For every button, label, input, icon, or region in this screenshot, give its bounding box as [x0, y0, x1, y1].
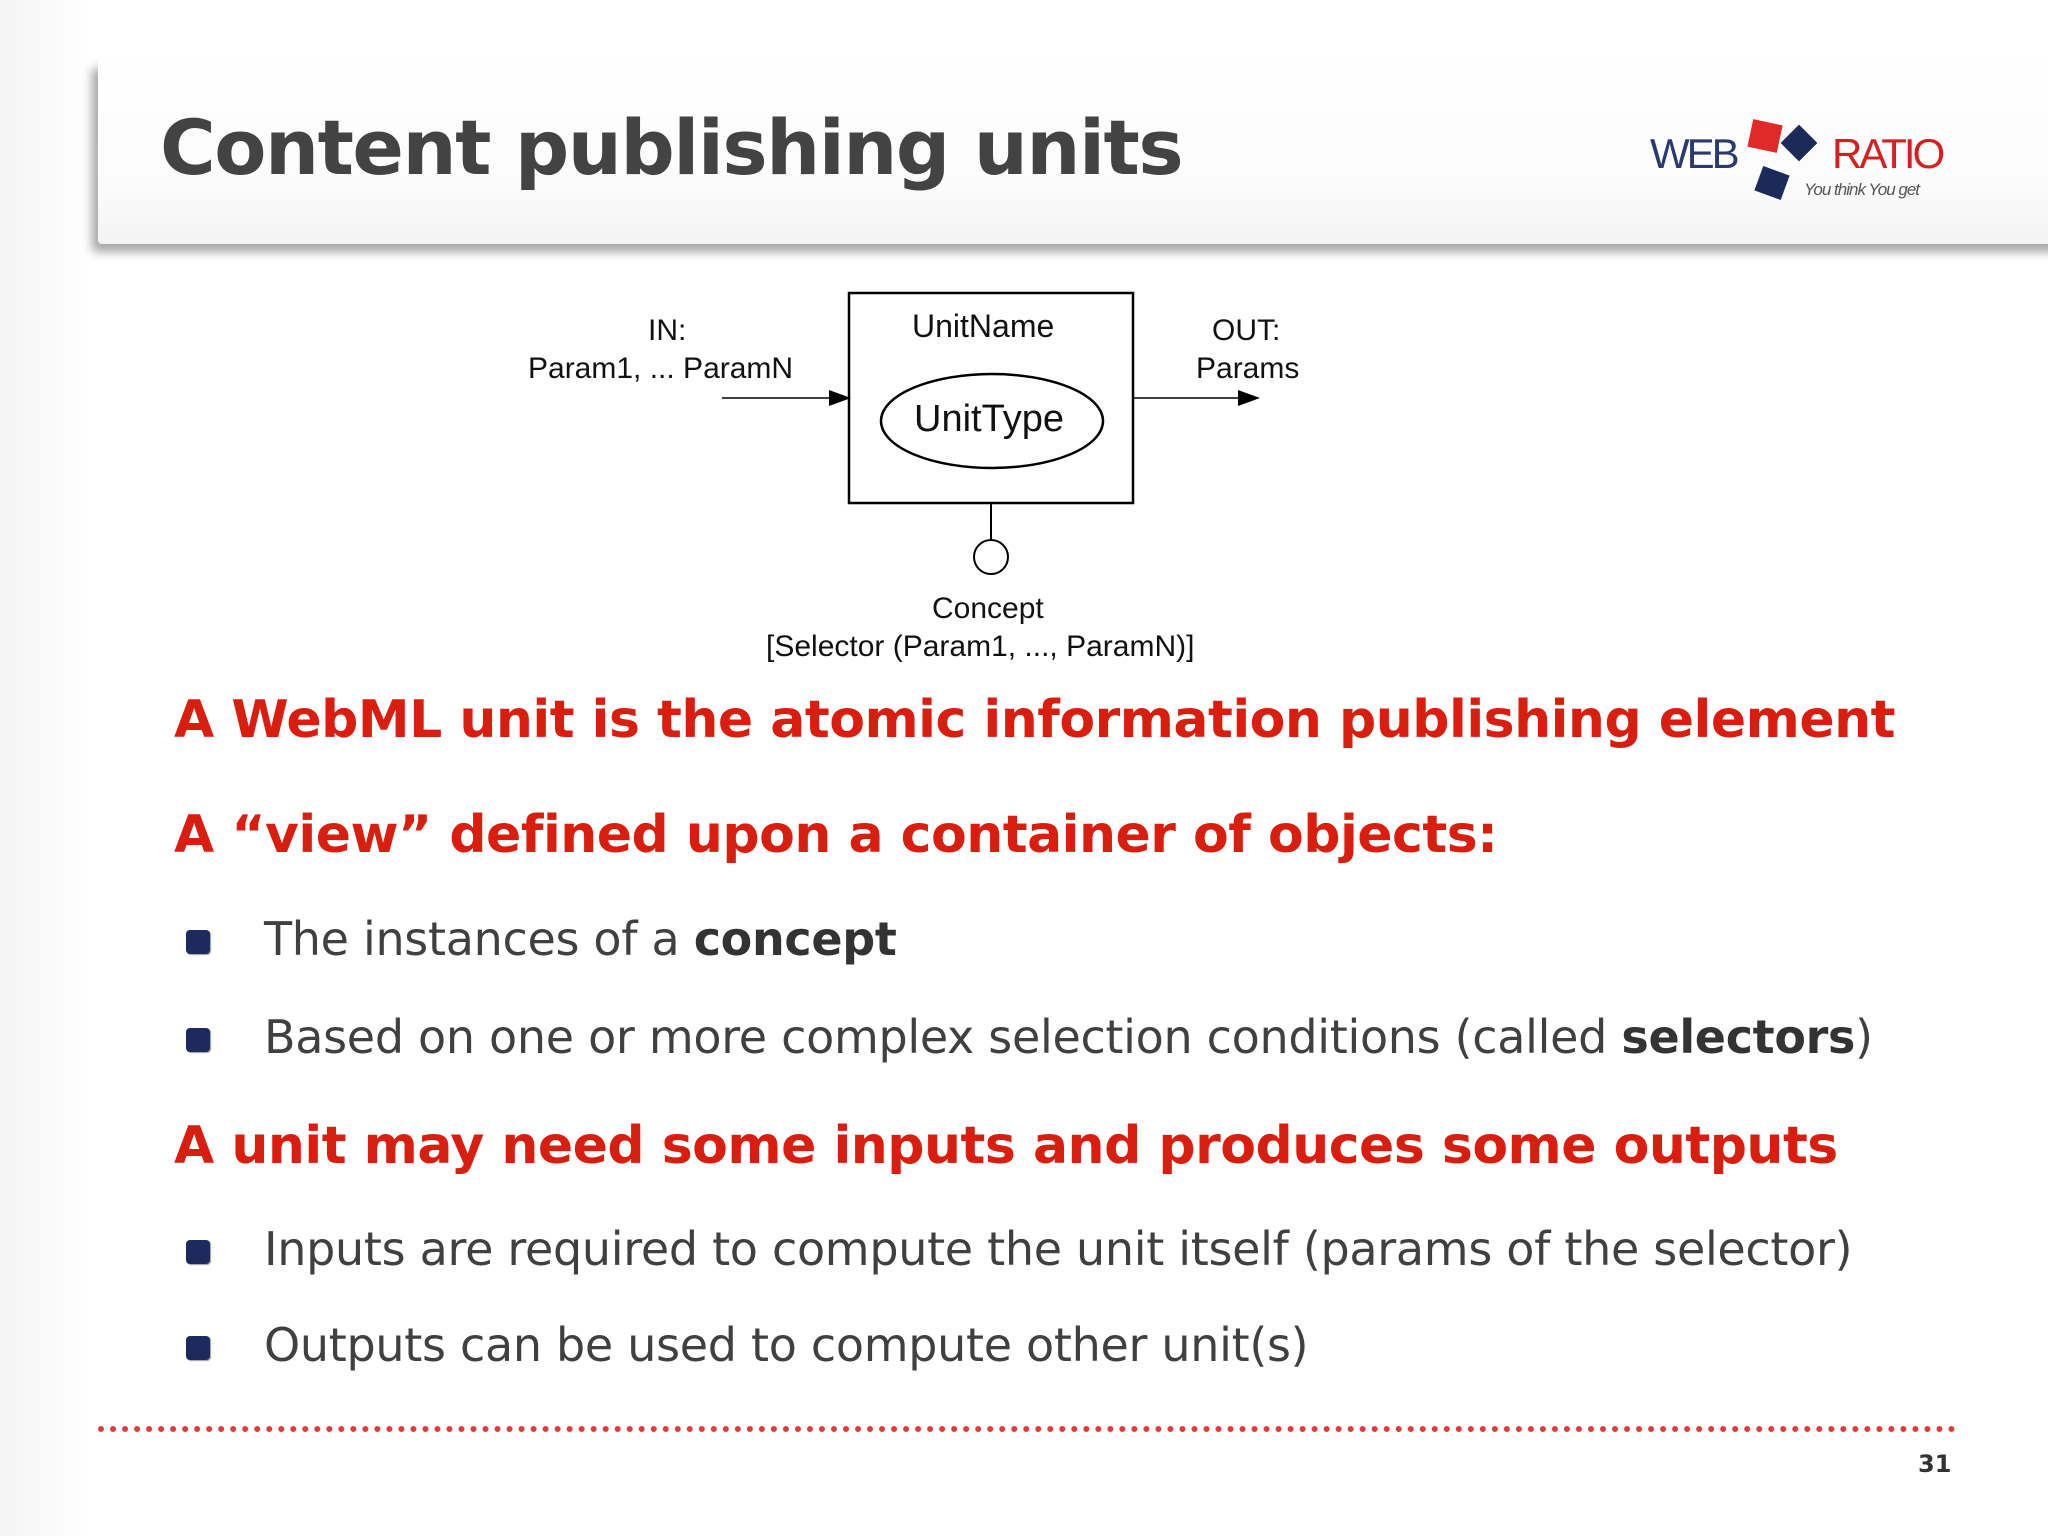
selector-label: [Selector (Param1, ..., ParamN)] — [766, 630, 1195, 663]
concept-circle — [973, 539, 1009, 575]
output-label: OUT: — [1212, 314, 1281, 347]
left-edge-shade — [0, 0, 92, 1536]
bullet-bold-term: concept — [693, 912, 897, 966]
slide-title: Content publishing units — [160, 103, 1184, 192]
bullet-square-icon — [186, 1336, 210, 1360]
bullet-text: Outputs can be used to compute other uni… — [264, 1318, 1309, 1372]
logo-red-square-icon — [1747, 119, 1783, 153]
heading-webml-unit: A WebML unit is the atomic information p… — [174, 690, 1895, 750]
bullet-text: Inputs are required to compute the unit … — [264, 1222, 1853, 1276]
bullet-text: The instances of a — [264, 912, 694, 966]
webratio-logo: WEB RATIO You think You get — [1646, 118, 1966, 214]
logo-navy-square-icon — [1754, 165, 1790, 201]
unit-name-label: UnitName — [912, 308, 1055, 344]
bullet-square-icon — [186, 1240, 210, 1264]
concept-label: Concept — [932, 592, 1044, 625]
bullet-square-icon — [186, 1028, 210, 1052]
bullet-square-icon — [186, 930, 210, 954]
output-params: Params — [1196, 352, 1300, 385]
logo-ratio-text: RATIO — [1832, 130, 1945, 177]
heading-inputs-outputs: A unit may need some inputs and produces… — [174, 1116, 1838, 1176]
logo-web-text: WEB — [1650, 130, 1740, 177]
input-label: IN: — [648, 314, 687, 347]
heading-view-definition: A “view” defined upon a container of obj… — [174, 805, 1498, 865]
unit-type-label: UnitType — [914, 398, 1064, 440]
logo-navy-diamond-icon — [1780, 124, 1818, 162]
title-bar — [98, 60, 2048, 244]
bullet-text: Based on one or more complex selection c… — [264, 1010, 1622, 1064]
bullet-bold-term: selectors — [1621, 1010, 1856, 1064]
logo-tagline: You think You get — [1804, 180, 1920, 199]
input-params: Param1, ... ParamN — [528, 352, 794, 385]
footer-divider — [98, 1426, 1956, 1432]
bullet-text-suffix: ) — [1855, 1010, 1873, 1064]
page-number: 31 — [1918, 1450, 1952, 1478]
